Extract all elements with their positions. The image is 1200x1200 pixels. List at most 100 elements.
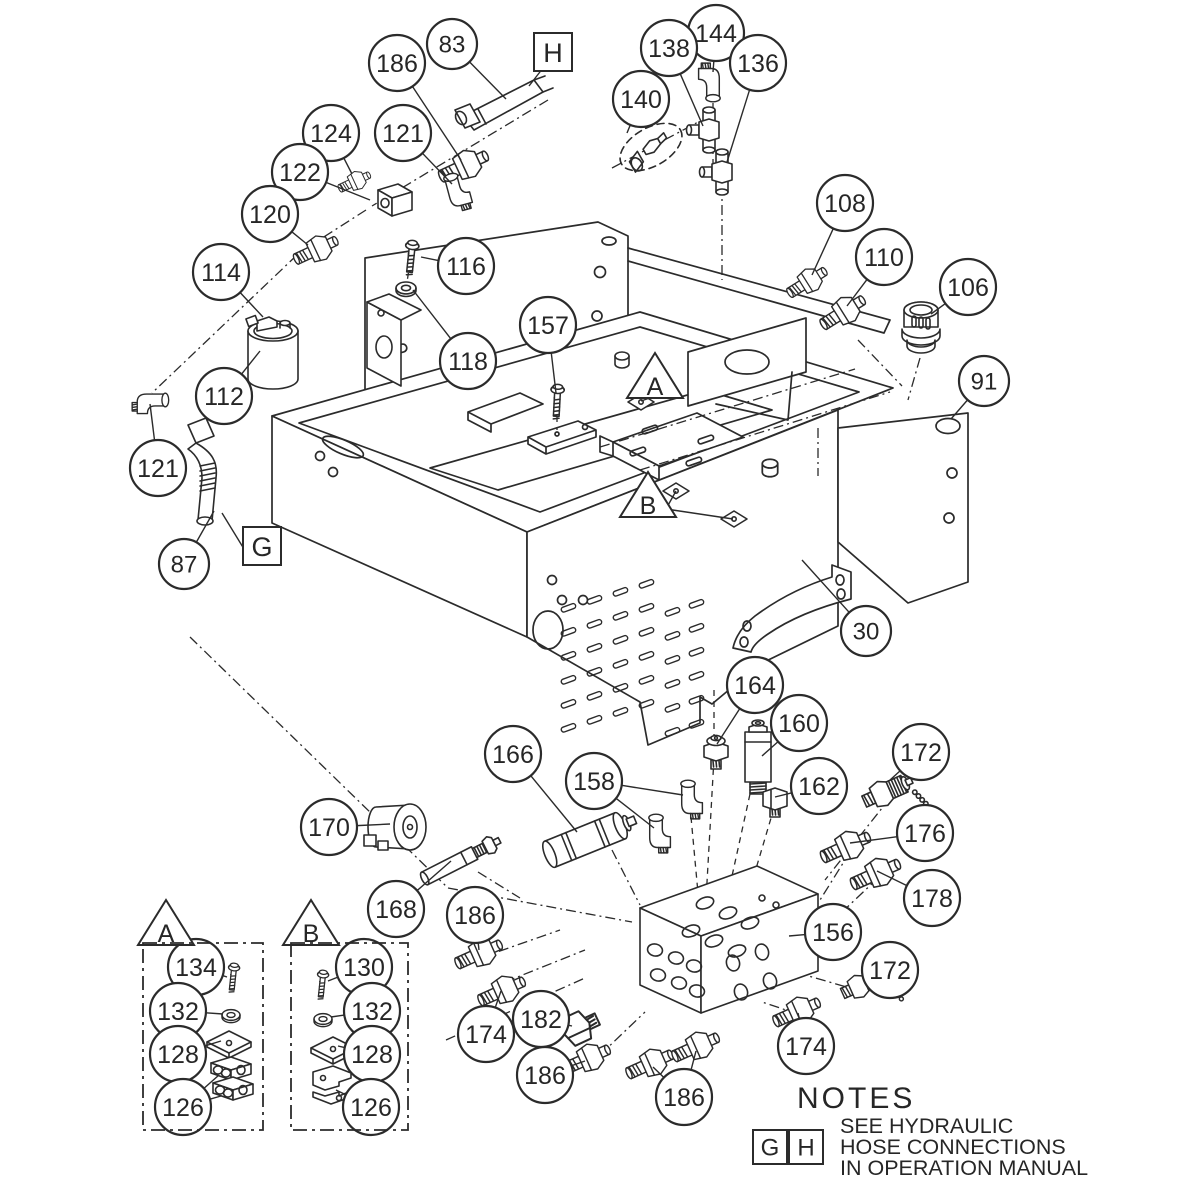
balloon-number: 170 [308,814,350,842]
u-bracket-front [612,441,660,481]
callout-182: 182 [511,989,573,1049]
detail-box-B [290,942,409,1131]
balloon-number: 186 [376,50,418,78]
balloon-circle [299,797,359,857]
leader-line [716,708,741,745]
callout-118: 118 [412,289,498,391]
balloon-number: 166 [492,741,534,769]
part-breather-106 [901,301,941,354]
leader-line [356,823,391,827]
left-wall-hole [314,450,326,462]
leader-line [477,942,480,951]
u-bracket-slot [685,456,703,467]
balloon-circle [373,103,433,163]
part-fitting-110 [819,295,867,331]
callout-174: 174 [456,990,516,1064]
leader-line [411,85,462,161]
balloon-number: 112 [204,383,244,411]
leader-line [325,181,371,201]
part-plug-162 [762,787,788,818]
callout-112: 112 [194,350,261,426]
leader-line [550,352,557,394]
balloon-number: 174 [465,1021,507,1049]
bracket-30 [732,564,852,653]
balloon-circle [957,354,1011,408]
balloon-circle [789,756,849,816]
balloon-circle [341,1077,401,1137]
callout-134: 134 [166,937,228,997]
balloon-number: 130 [343,954,385,982]
balloon-circle [515,1045,575,1105]
balloon-number: 132 [157,998,199,1026]
leader-line [571,1060,586,1067]
balloon-circle [425,17,479,71]
boxed-marker-letter: G [251,532,272,562]
triangle-marker-A: A [136,898,196,948]
part-fitting-164 [703,734,729,770]
balloon-number: 121 [137,455,179,483]
balloon-number: 108 [824,190,866,218]
leader-line [149,403,156,441]
balloon-circle [436,236,496,296]
part-elbow-144 [697,62,721,103]
leader-line [712,60,715,73]
right-plate [837,412,969,604]
leader-line [494,990,502,1008]
leader-line [801,559,850,613]
boxed-marker-letter: H [543,38,563,68]
triangle-marker-B: B [281,898,341,948]
leader-line [621,784,684,796]
leader-line [421,152,453,185]
leader-line [240,350,261,375]
callout-162: 162 [774,756,849,816]
u-bracket-flange [599,435,614,457]
louver-grid [560,578,705,737]
callout-168: 168 [366,860,452,939]
leader-line [811,228,834,276]
callout-170: 170 [299,797,391,857]
part-fitting-186-top [437,149,490,183]
leader-line [327,976,339,982]
balloon-circle [367,33,427,93]
callout-91: 91 [950,354,1011,420]
leader-line [412,289,452,340]
leader-line [930,302,946,315]
callout-186: 186 [367,33,462,161]
part-boss-deck [761,458,779,478]
balloon-number: 106 [947,274,989,302]
part-fitting-178 [849,857,902,891]
part-muffler-166 [541,811,638,869]
balloon-number: 122 [279,159,321,187]
balloon-number: 140 [620,86,662,114]
u-bracket-slot [697,434,715,445]
part-clamp-126-b [312,1065,352,1105]
balloon-circle [860,940,920,1000]
plate-157-hole [581,423,589,431]
right-plate-hole [943,512,955,524]
balloon-number: 114 [201,259,241,287]
leader-line [343,157,353,175]
callout-136: 136 [726,33,788,163]
balloon-number: 138 [648,35,690,63]
part-elbow-121-left [131,392,170,415]
balloon-number: 132 [351,998,393,1026]
part-block-122 [377,183,413,217]
leader-line [849,836,898,844]
leader-line [209,1095,222,1100]
balloon-number: 172 [900,739,942,767]
tall-plate-hole [724,349,770,375]
part-fitting-108 [786,266,828,299]
balloon-circle [803,902,863,962]
balloon-circle [438,331,498,391]
callout-166: 166 [483,724,578,833]
leader-line [204,1040,222,1047]
part-fitting-186-bm2 [671,1031,721,1063]
part-elbow-158-a [680,779,704,820]
triangle-marker-B: B [618,470,734,520]
triangle-marker-letter: B [640,492,657,520]
part-pad-b2 [720,510,748,528]
callout-106: 106 [930,257,998,317]
balloon-circle [654,1067,714,1127]
balloon-number: 186 [454,902,496,930]
leader-line [203,1074,220,1089]
